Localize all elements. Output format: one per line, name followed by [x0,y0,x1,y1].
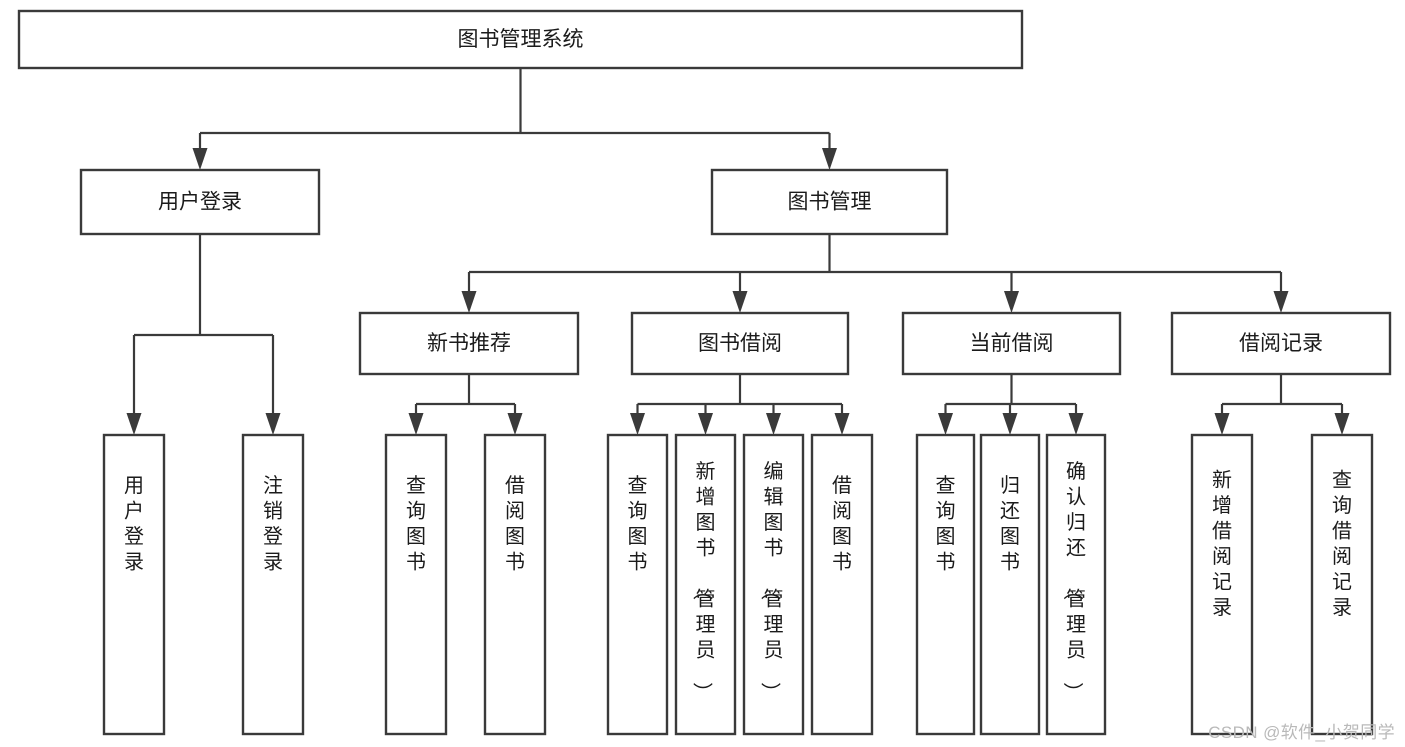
node-box-leaf-query-book-current[interactable] [915,433,976,736]
connector-group-book-management [461,234,1289,313]
node-leaf-user-login[interactable]: 用户登录 [102,433,166,736]
node-leaf-return-book[interactable]: 归还图书 [979,433,1041,736]
arrow-head-icon [1004,291,1019,313]
node-box-leaf-return-book[interactable] [979,433,1041,736]
node-label-new-book-recommend: 新书推荐 [427,332,511,355]
arrow-head-icon [507,413,523,435]
node-box-current-borrow[interactable] [901,311,1122,376]
node-label-leaf-borrow-book-recommend: 借阅图书 [505,474,525,574]
node-current-borrow[interactable]: 当前借阅 [901,311,1122,376]
node-label-leaf-return-book: 归还图书 [1000,474,1020,574]
node-label-leaf-query-borrow-record: 查询借阅记录 [1332,469,1352,619]
node-box-leaf-add-borrow-record[interactable] [1190,433,1254,736]
nodes-layer: 图书管理系统用户登录图书管理新书推荐图书借阅当前借阅借阅记录用户登录注销登录查询… [17,9,1392,736]
connectors-layer [126,68,1350,435]
node-leaf-query-book-current[interactable]: 查询图书 [915,433,976,736]
node-box-leaf-add-book-admin[interactable] [674,433,737,736]
arrow-head-icon [766,413,781,435]
arrow-head-icon [192,148,208,170]
arrow-head-icon [1273,291,1289,313]
arrow-head-icon [265,413,281,435]
node-leaf-confirm-return-admin[interactable]: 确认归还（管理员） [1045,433,1107,736]
connector-group-root [192,68,837,170]
arrow-head-icon [834,413,850,435]
arrow-head-icon [1068,413,1084,435]
node-label-leaf-user-login: 用户登录 [124,475,144,574]
node-book-borrow[interactable]: 图书借阅 [630,311,850,376]
node-box-leaf-logout-login[interactable] [241,433,305,736]
connector-group-new-book-recommend [408,374,523,435]
node-label-leaf-edit-book-admin: 编辑图书（管理员） [759,460,784,702]
node-box-book-borrow[interactable] [630,311,850,376]
arrow-head-icon [408,413,424,435]
node-box-leaf-user-login[interactable] [102,433,166,736]
arrow-head-icon [698,413,713,435]
arrow-head-icon [732,291,748,313]
node-label-leaf-add-borrow-record: 新增借阅记录 [1212,469,1232,619]
node-box-leaf-query-book-borrow[interactable] [606,433,669,736]
node-leaf-edit-book-admin[interactable]: 编辑图书（管理员） [742,433,805,736]
node-leaf-logout-login[interactable]: 注销登录 [241,433,305,736]
node-leaf-borrow-book[interactable]: 借阅图书 [810,433,874,736]
node-leaf-add-borrow-record[interactable]: 新增借阅记录 [1190,433,1254,736]
node-box-leaf-borrow-book-recommend[interactable] [483,433,547,736]
node-box-user-login[interactable] [79,168,321,236]
node-box-leaf-query-book-recommend[interactable] [384,433,448,736]
connector-group-current-borrow [938,374,1084,435]
arrow-head-icon [126,413,142,435]
node-box-leaf-borrow-book[interactable] [810,433,874,736]
connector-group-borrow-records [1214,374,1350,435]
node-box-leaf-query-borrow-record[interactable] [1310,433,1374,736]
node-label-leaf-query-book-borrow: 查询图书 [628,474,648,574]
node-leaf-borrow-book-recommend[interactable]: 借阅图书 [483,433,547,736]
node-box-leaf-confirm-return-admin[interactable] [1045,433,1107,736]
node-label-user-login: 用户登录 [158,191,242,214]
node-label-book-management: 图书管理 [788,191,872,214]
arrow-head-icon [1214,413,1230,435]
node-label-current-borrow: 当前借阅 [970,332,1054,355]
node-new-book-recommend[interactable]: 新书推荐 [358,311,580,376]
node-box-root[interactable] [17,9,1024,70]
connector-group-user-login [126,234,281,435]
node-box-borrow-records[interactable] [1170,311,1392,376]
node-label-leaf-add-book-admin: 新增图书（管理员） [691,460,716,702]
node-root[interactable]: 图书管理系统 [17,9,1024,70]
node-leaf-query-book-recommend[interactable]: 查询图书 [384,433,448,736]
node-box-book-management[interactable] [710,168,949,236]
node-box-new-book-recommend[interactable] [358,311,580,376]
node-label-leaf-query-book-current: 查询图书 [936,474,956,574]
node-label-root: 图书管理系统 [458,28,584,51]
csdn-watermark: CSDN @软件_小贺同学 [1208,723,1395,742]
node-book-management[interactable]: 图书管理 [710,168,949,236]
arrow-head-icon [938,413,953,435]
node-user-login[interactable]: 用户登录 [79,168,321,236]
node-label-book-borrow: 图书借阅 [698,332,782,355]
arrow-head-icon [1002,413,1018,435]
node-leaf-query-borrow-record[interactable]: 查询借阅记录 [1310,433,1374,736]
connector-group-book-borrow [630,374,850,435]
node-label-leaf-query-book-recommend: 查询图书 [406,474,426,574]
arrow-head-icon [1334,413,1350,435]
node-leaf-query-book-borrow[interactable]: 查询图书 [606,433,669,736]
node-box-leaf-edit-book-admin[interactable] [742,433,805,736]
node-label-leaf-borrow-book: 借阅图书 [832,474,852,574]
node-label-leaf-logout-login: 注销登录 [263,474,283,574]
node-label-leaf-confirm-return-admin: 确认归还（管理员） [1061,460,1086,702]
arrow-head-icon [822,148,837,170]
node-borrow-records[interactable]: 借阅记录 [1170,311,1392,376]
arrow-head-icon [461,291,477,313]
arrow-head-icon [630,413,645,435]
node-label-borrow-records: 借阅记录 [1239,332,1323,355]
node-leaf-add-book-admin[interactable]: 新增图书（管理员） [674,433,737,736]
